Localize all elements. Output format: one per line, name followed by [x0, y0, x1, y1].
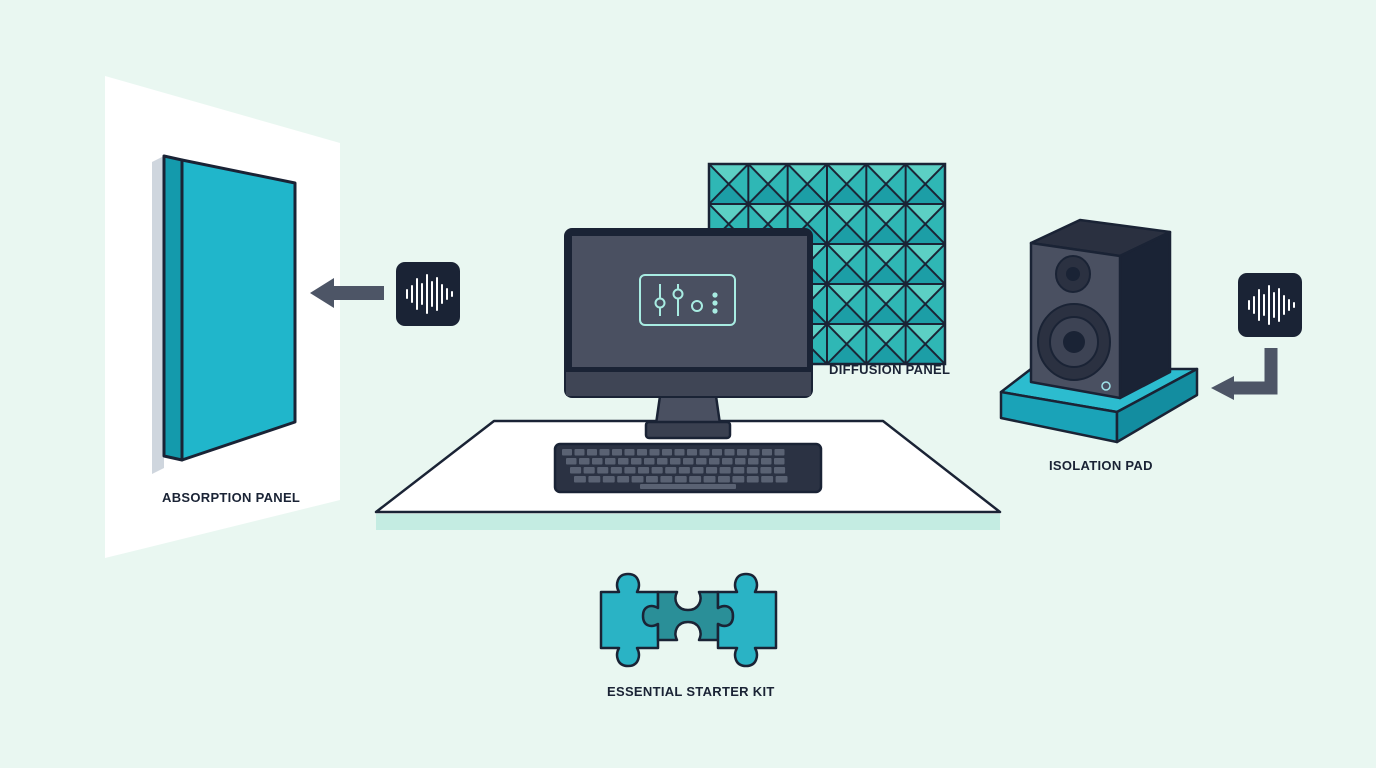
keyboard-key [579, 458, 590, 465]
keyboard-key [696, 458, 707, 465]
keyboard-key [574, 449, 585, 456]
keyboard-key [719, 467, 731, 474]
keyboard-key [735, 458, 746, 465]
keyboard-key [746, 476, 759, 483]
keyboard-key [566, 458, 577, 465]
keyboard-key [660, 476, 673, 483]
speaker-power-led [1101, 381, 1111, 391]
monitor-stand-base [644, 420, 732, 440]
keyboard-key [683, 458, 694, 465]
keyboard-key [749, 449, 760, 456]
keyboard-key [706, 467, 718, 474]
keyboard-spacebar [640, 484, 736, 489]
keyboard-key [775, 476, 788, 483]
computer-monitor [564, 228, 813, 440]
keyboard-key [761, 476, 774, 483]
keyboard-key [724, 449, 735, 456]
keyboard-key [692, 467, 704, 474]
keyboard-key [631, 458, 642, 465]
keyboard-key [746, 467, 758, 474]
diffusion-panel-label: DIFFUSION PANEL [829, 362, 951, 377]
sound-wave-icon [1238, 273, 1302, 337]
keyboard-key [637, 449, 647, 456]
keyboard-key [674, 476, 687, 483]
arrow-to-absorption [310, 278, 384, 308]
absorption-panel-group [105, 76, 340, 558]
keyboard-key [624, 449, 635, 456]
keyboard-key [662, 449, 672, 456]
keyboard-key [712, 449, 722, 456]
keyboard-key [709, 458, 720, 465]
keyboard-key [762, 449, 772, 456]
keyboard-key [748, 458, 759, 465]
keyboard-key [587, 449, 597, 456]
keyboard-key [631, 476, 644, 483]
keyboard-key [638, 467, 650, 474]
keyboard-key [624, 467, 636, 474]
keyboard-key [602, 476, 615, 483]
absorption-panel-shadow [152, 156, 164, 474]
keyboard-key [760, 467, 772, 474]
monitor-chin [566, 372, 811, 396]
keyboard-key [670, 458, 681, 465]
keyboard-key [618, 458, 629, 465]
keyboard-key [703, 476, 716, 483]
keyboard-key [699, 449, 710, 456]
keyboard-key [732, 476, 745, 483]
keyboard-key [617, 476, 630, 483]
keyboard-key [562, 449, 572, 456]
keyboard-key [733, 467, 745, 474]
keyboard-key [592, 458, 603, 465]
keyboard-key [583, 467, 595, 474]
sound-wave-icon [396, 262, 460, 326]
keyboard-key [605, 458, 616, 465]
keyboard-key [665, 467, 677, 474]
keyboard-key [657, 458, 668, 465]
keyboard-key [599, 449, 610, 456]
monitor-stand-neck [654, 394, 722, 426]
speaker-side [1118, 230, 1172, 400]
keyboard-key [612, 449, 622, 456]
keyboard-key [737, 449, 747, 456]
starter-kit-label: ESSENTIAL STARTER KIT [607, 684, 775, 699]
absorption-panel-side [162, 154, 184, 462]
keyboard-key [761, 458, 772, 465]
keyboard-key [644, 458, 655, 465]
keyboard-keys [562, 449, 788, 489]
isolation-pad-label: ISOLATION PAD [1049, 458, 1153, 473]
absorption-panel-face [180, 158, 297, 462]
keyboard-key [689, 476, 702, 483]
speaker-tweeter [1055, 255, 1091, 293]
keyboard-key [774, 458, 785, 465]
keyboard-key [718, 476, 730, 483]
puzzle-piece-right [716, 572, 778, 668]
keyboard-key [597, 467, 609, 474]
isolation-pad-side [1115, 367, 1199, 444]
absorption-panel-label: ABSORPTION PANEL [162, 490, 301, 505]
mixer-controls-icon [639, 274, 736, 326]
keyboard-key [674, 449, 685, 456]
keyboard-key [610, 467, 622, 474]
keyboard-key [774, 449, 785, 456]
keyboard-key [588, 476, 601, 483]
keyboard-key [570, 467, 582, 474]
monitor-screen [572, 236, 807, 367]
studio-speaker [1029, 218, 1172, 400]
keyboard [553, 442, 823, 494]
keyboard-key [678, 467, 690, 474]
speaker-woofer [1037, 303, 1111, 381]
keyboard-key [646, 476, 658, 483]
keyboard-key [651, 467, 663, 474]
keyboard-key [722, 458, 733, 465]
keyboard-key [574, 476, 586, 483]
puzzle-icon [599, 572, 778, 668]
keyboard-key [649, 449, 660, 456]
keyboard-key [774, 467, 786, 474]
keyboard-key [687, 449, 697, 456]
arrow-to-isolation-pad [1211, 348, 1278, 400]
